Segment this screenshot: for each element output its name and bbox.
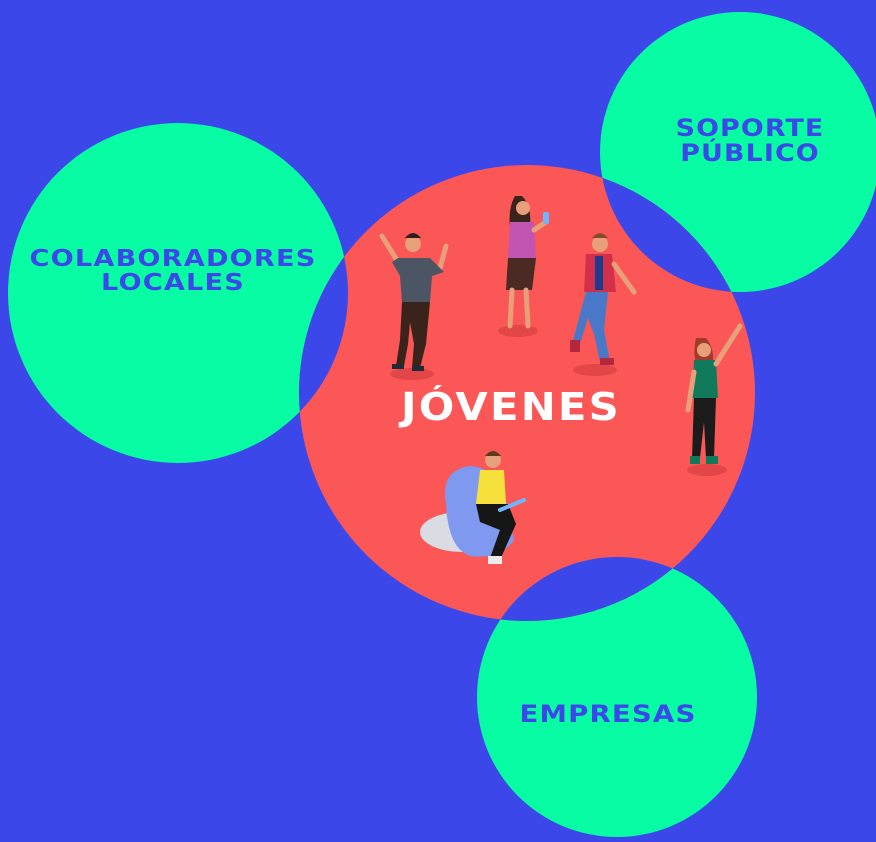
label-soporte-publico: SOPORTE PÚBLICO [627,114,873,168]
label-empresas: EMPRESAS [459,700,758,728]
label-line: LOCALES [101,270,245,297]
label-colaboradores-locales: COLABORADORES LOCALES [0,247,361,295]
label-line: SOPORTE [675,114,825,142]
person-cheering-illustration [379,233,449,380]
person-phone-illustration [498,196,549,337]
label-line: EMPRESAS [519,700,697,728]
overlap-soporte [600,165,755,292]
person-walking-illustration [570,233,637,376]
colaboradores-circle [8,123,348,463]
person-waving-illustration [685,323,743,476]
label-line: PÚBLICO [680,139,820,168]
label-jovenes: JÓVENES [401,385,621,429]
person-beanbag-laptop-illustration [420,451,526,564]
empresas-circle [477,557,757,837]
label-line: COLABORADORES [29,246,317,272]
